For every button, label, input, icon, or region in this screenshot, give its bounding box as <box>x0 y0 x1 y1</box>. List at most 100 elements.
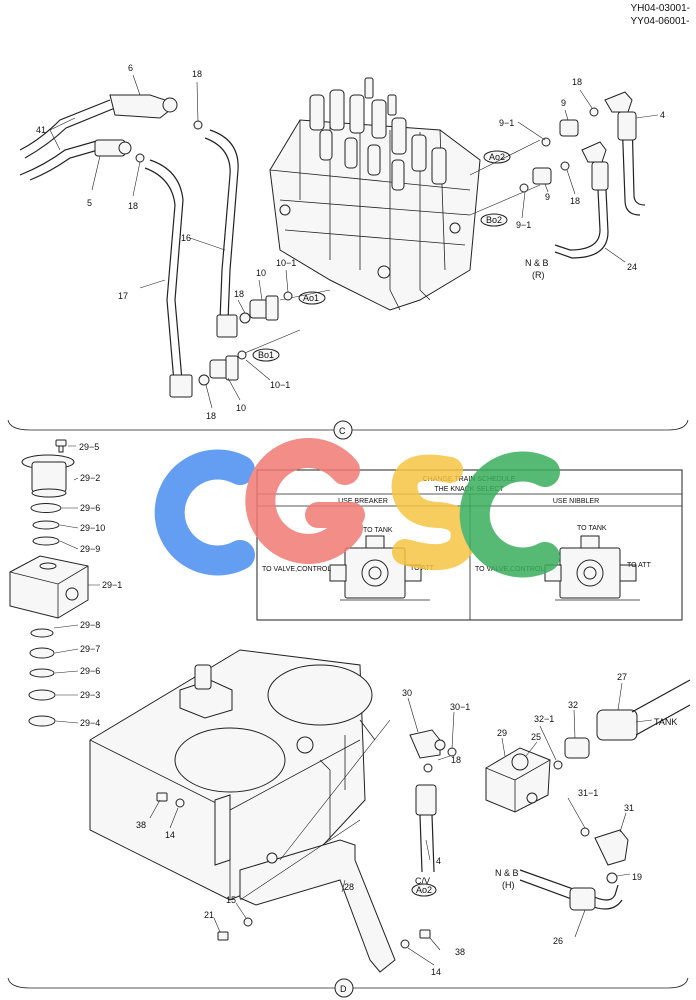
ring-29-6-upper <box>30 503 62 513</box>
label-29-8: 29−8 <box>80 620 100 630</box>
cap-29-2 <box>21 454 75 498</box>
cgsc-watermark <box>154 438 560 578</box>
label-cv: C/V <box>415 876 430 886</box>
label-29: 29 <box>497 728 507 738</box>
label-31-1: 31−1 <box>578 788 598 798</box>
label-n-and-b: N & B <box>495 868 519 878</box>
port-ao1: Ao1 <box>303 293 319 303</box>
watermark-letter-c2 <box>459 451 560 578</box>
label-21: 21 <box>204 910 214 920</box>
ring-29-6-lower <box>29 668 55 678</box>
label-10: 10 <box>256 268 266 278</box>
valve-29 <box>485 747 551 813</box>
section-d: 30 30−1 29 25 32−1 32 27 TANK 18 31−1 31… <box>7 649 691 998</box>
section-c: Ao2 Bo2 Ao1 Bo1 <box>7 63 689 440</box>
label-19: 19 <box>632 872 642 882</box>
label-14: 14 <box>431 967 441 977</box>
ring-29-8 <box>30 628 54 638</box>
label-10-1: 10−1 <box>270 380 290 390</box>
o-ring-18-left <box>135 153 145 163</box>
bolt-38-upper <box>156 792 168 802</box>
hose-16 <box>204 129 239 338</box>
washer-14-upper <box>175 798 185 808</box>
body-29-1 <box>9 555 89 619</box>
label-10-1: 10−1 <box>276 258 296 268</box>
hose-41 <box>19 99 116 181</box>
bolt-29-5-shank <box>58 445 64 453</box>
label-tank: TANK <box>654 717 677 727</box>
bolt-38-lower <box>419 929 431 939</box>
adapter-9-upper <box>541 119 579 147</box>
leader-lines-d <box>149 682 653 966</box>
o-ring-18 <box>423 763 433 773</box>
leader-lines-c <box>49 74 659 409</box>
label-29-1: 29−1 <box>102 580 122 590</box>
section-c-letter: C <box>339 426 346 436</box>
label-25: 25 <box>531 732 541 742</box>
label-n-and-b: N & B <box>525 258 549 268</box>
serial-code-2: YY04-06001- <box>630 16 690 27</box>
hose-4-lower <box>415 784 437 873</box>
fitting-5 <box>94 139 132 157</box>
breaker-to-tank: TO TANK <box>363 527 393 534</box>
washer-14-lower <box>400 939 410 949</box>
labels-d: 30 30−1 29 25 32−1 32 27 TANK 18 31−1 31… <box>136 672 677 977</box>
label-29-3: 29−3 <box>80 690 100 700</box>
o-ring-18-top <box>193 120 203 130</box>
label-h: (H) <box>502 880 515 890</box>
section-d-marker <box>334 978 354 998</box>
port-bo2: Bo2 <box>486 215 502 225</box>
label-28: 28 <box>344 882 354 892</box>
label-38: 38 <box>455 947 465 957</box>
adapter-10-lower <box>198 350 247 386</box>
hydraulic-tank <box>89 649 376 901</box>
label-24: 24 <box>627 262 637 272</box>
port-markers: Ao2 Bo2 Ao1 Bo1 <box>252 150 511 362</box>
breaker-to-valve: TO VALVE,CONTROL <box>262 566 331 573</box>
label-18: 18 <box>206 411 216 421</box>
label-29-7: 29−7 <box>80 644 100 654</box>
label-18: 18 <box>572 77 582 87</box>
label-30: 30 <box>402 688 412 698</box>
watermark-letter-c <box>154 449 255 576</box>
schedule-title-1: CHANGE TRAIN SCHEDULE <box>423 476 516 483</box>
o-ring-19 <box>606 872 618 884</box>
o-ring-18-right-top <box>589 107 599 117</box>
elbow-fitting-6 <box>109 94 178 119</box>
label-18: 18 <box>451 755 461 765</box>
adapter-9-lower <box>519 167 552 193</box>
bolts-and-washers <box>156 792 431 949</box>
port-ao2: Ao2 <box>489 152 505 162</box>
label-29-6: 29−6 <box>80 666 100 676</box>
label-26: 26 <box>553 936 563 946</box>
label-29-6: 29−6 <box>80 503 100 513</box>
hose-26 <box>519 869 623 911</box>
label-18: 18 <box>192 69 202 79</box>
label-32-1: 32−1 <box>534 714 554 724</box>
hose-4-upper <box>604 91 646 216</box>
label-31: 31 <box>624 803 634 813</box>
label-9-1: 9−1 <box>499 118 514 128</box>
routing-lines <box>239 139 541 356</box>
label-27: 27 <box>617 672 627 682</box>
watermark-letter-s <box>391 454 477 571</box>
adapter-10-upper <box>239 291 293 324</box>
label-6: 6 <box>128 63 133 73</box>
o-ring-18-right <box>560 161 570 171</box>
header-use-nibbler: USE NIBBLER <box>553 498 599 505</box>
label-16: 16 <box>181 233 191 243</box>
label-5: 5 <box>87 198 92 208</box>
bracket-28 <box>214 794 396 973</box>
ring-29-10 <box>32 520 60 530</box>
drawing-serial-codes: YH04-03001- YY04-06001- <box>631 2 690 28</box>
watermark-letter-g <box>245 438 365 564</box>
bolt-29-5 <box>55 439 67 447</box>
leader-lines-29 <box>53 445 100 724</box>
hose-24 <box>554 141 609 259</box>
bolt-21 <box>217 931 229 941</box>
washer-15 <box>243 917 253 927</box>
hose-27 <box>596 679 691 741</box>
label-10: 10 <box>236 403 246 413</box>
control-valve-assembly <box>269 77 481 311</box>
